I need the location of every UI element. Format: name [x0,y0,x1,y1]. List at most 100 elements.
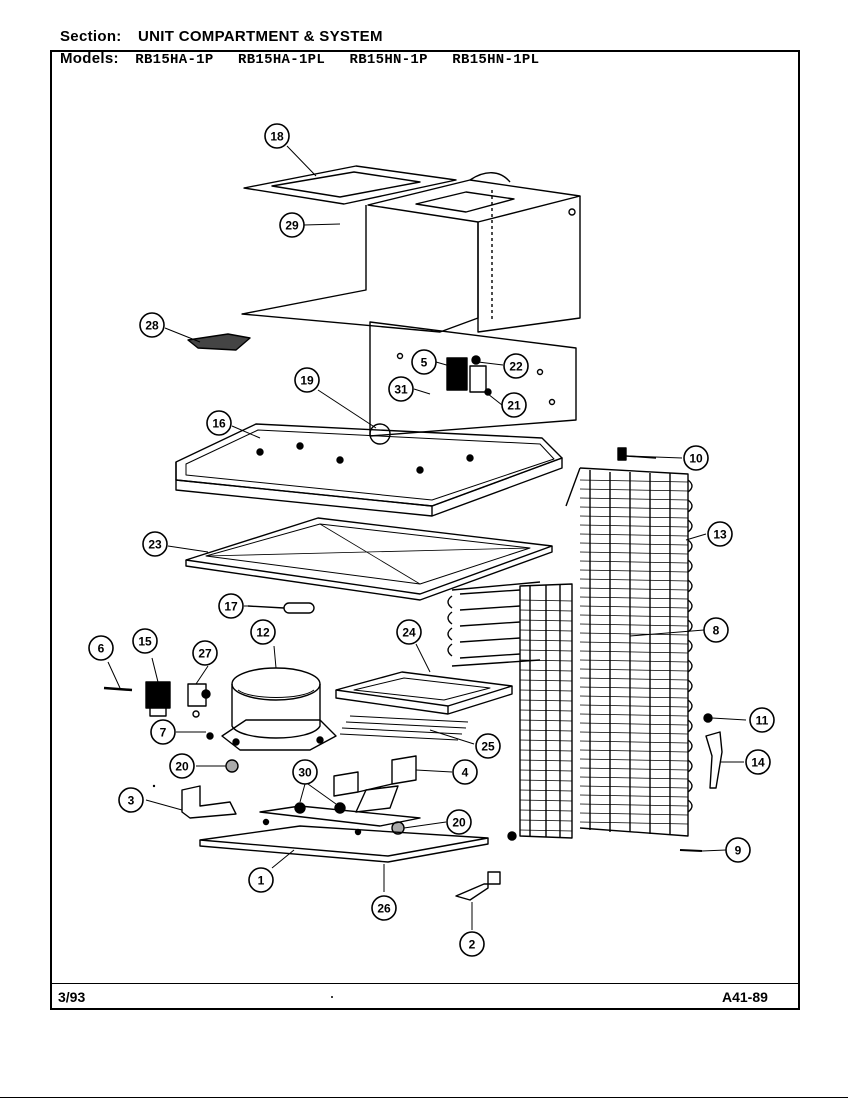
callout-circle [388,376,414,402]
top-cover-part [243,165,457,205]
callout-13: 13 [707,521,733,547]
callout-number: 29 [285,219,299,233]
evaporating-pan-part [335,671,513,715]
callout-24: 24 [396,619,422,645]
callout-12: 12 [250,619,276,645]
callout-circle [250,619,276,645]
callout-31: 31 [388,376,414,402]
callout-circle [707,521,733,547]
base-plate-part [199,805,517,863]
callout-25: 25 [475,733,501,759]
evaporator-tray-part [175,423,563,517]
page-bottom-rule [0,1097,848,1098]
callout-circle [683,445,709,471]
section-label: Section: [60,28,122,45]
condenser-front-part [447,581,573,839]
grommet-part [225,759,239,773]
callout-number: 18 [270,130,284,144]
callout-number: 2 [469,938,476,952]
callout-21: 21 [501,392,527,418]
section-row: Section: UNIT COMPARTMENT & SYSTEM [60,28,383,45]
callout-circle [411,349,437,375]
bracket-28-part [187,333,251,351]
callout-27: 27 [192,640,218,666]
callout-18: 18 [264,123,290,149]
model-number: RB15HN-1P [349,52,428,68]
callout-number: 21 [507,399,521,413]
callout-circle [459,931,485,957]
callout-2: 2 [459,931,485,957]
callout-circle [88,635,114,661]
callout-number: 3 [128,794,135,808]
control-parts [103,681,214,740]
callout-circle [745,749,771,775]
leader-lines [107,145,747,930]
relay-assembly-part [446,355,492,396]
condenser-mesh [519,479,689,832]
callout-22: 22 [503,353,529,379]
callout-19: 19 [294,367,320,393]
callout-circle [264,123,290,149]
callout-number: 15 [138,635,152,649]
callout-circle [150,719,176,745]
callout-circle [132,628,158,654]
compartment-shell-part [241,172,581,437]
callout-number: 6 [98,642,105,656]
callout-8: 8 [703,617,729,643]
callout-circle [248,867,274,893]
heater-loop-part [339,715,469,741]
callout-9: 9 [725,837,751,863]
diagram-frame [50,50,800,1010]
callout-circle [118,787,144,813]
callout-number: 10 [689,452,703,466]
callout-circle [501,392,527,418]
callout-23: 23 [142,531,168,557]
callout-number: 11 [756,714,769,728]
callout-15: 15 [132,628,158,654]
callout-number: 26 [377,902,391,916]
callout-26: 26 [371,895,397,921]
callout-16: 16 [206,410,232,436]
callout-circle [371,895,397,921]
callout-number: 27 [198,647,212,661]
callout-circle [396,619,422,645]
callout-number: 22 [509,360,523,374]
callout-number: 16 [212,417,226,431]
callout-number: 7 [160,726,167,740]
callout-7: 7 [150,719,176,745]
callout-10: 10 [683,445,709,471]
callout-circle [279,212,305,238]
model-number: RB15HA-1P [135,52,214,68]
footer-code: A41-89 [722,989,768,1005]
callout-number: 8 [713,624,720,638]
stray-mark [152,784,156,788]
bracket-3-part [181,785,237,819]
models-label: Models: [60,50,119,67]
callout-circle [218,593,244,619]
callout-circle [503,353,529,379]
footer-divider [50,983,800,984]
callout-number: 23 [148,538,162,552]
callout-1: 1 [248,867,274,893]
callout-circle [206,410,232,436]
callout-3: 3 [118,787,144,813]
drier-part [247,602,315,614]
callout-circle [452,759,478,785]
callout-20: 20 [446,809,472,835]
callout-circle [292,759,318,785]
callout-circle [749,707,775,733]
callout-number: 14 [751,756,765,770]
callout-number: 17 [224,600,238,614]
callout-circle [446,809,472,835]
callout-number: 12 [256,626,270,640]
callout-17: 17 [218,593,244,619]
callout-number: 28 [145,319,159,333]
stray-mark [331,996,333,998]
callout-29: 29 [279,212,305,238]
callout-number: 31 [394,383,408,397]
callout-20: 20 [169,753,195,779]
footer-date: 3/93 [58,989,86,1005]
screw-part [334,802,346,814]
model-number: RB15HA-1PL [238,52,326,68]
